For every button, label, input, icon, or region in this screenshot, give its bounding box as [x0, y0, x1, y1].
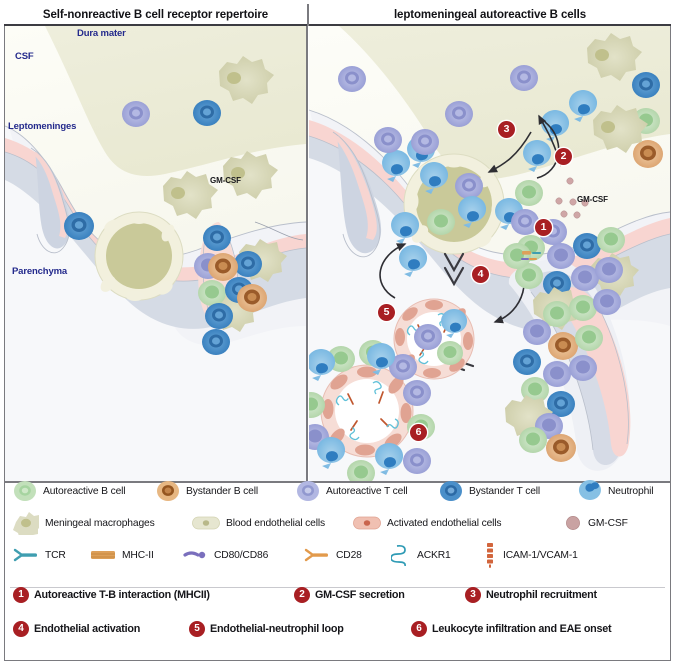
legend-item-cd80-cd86: CD80/CD86 — [182, 548, 268, 562]
label-parenchyma: Parenchyma — [12, 266, 68, 277]
legend-item-icam-vcam: ICAM-1/VCAM-1 — [483, 542, 578, 568]
step-badge-4: 4 — [13, 621, 29, 637]
step-label-5: Endothelial-neutrophil loop — [210, 623, 344, 635]
canvas-step-6: 6 — [410, 424, 427, 441]
step-label-2: GM-CSF secretion — [315, 589, 405, 601]
step-label-6: Leukocyte infiltration and EAE onset — [432, 623, 612, 635]
legend-step-5: 5 Endothelial-neutrophil loop — [189, 621, 344, 637]
legend-label: CD28 — [336, 549, 362, 561]
legend-item-neutrophil: Neutrophil — [578, 479, 654, 503]
legend-label: Neutrophil — [608, 485, 654, 497]
legend-item-blood-endothelial-cells: Blood endothelial cells — [192, 515, 325, 531]
step-label-1: Autoreactive T-B interaction (MHCII) — [34, 589, 210, 601]
step-badge-3: 3 — [465, 587, 481, 603]
autoreactive-b-cell-icon — [13, 480, 37, 502]
legend-item-mhc-ii: MHC-II — [90, 548, 154, 562]
legend-label: Meningeal macrophages — [45, 517, 155, 529]
label-gm-csf-left: GM-CSF — [210, 176, 241, 185]
blood-endothelial-cell-icon — [192, 515, 220, 531]
header-divider — [307, 4, 309, 26]
label-leptomeninges: Leptomeninges — [8, 121, 77, 132]
legend-step-6: 6 Leukocyte infiltration and EAE onset — [411, 621, 612, 637]
canvas-step-4: 4 — [472, 266, 489, 283]
legend-label: Bystander B cell — [186, 485, 259, 497]
legend-label: GM-CSF — [588, 517, 628, 529]
canvas-step-5: 5 — [378, 304, 395, 321]
legend-label: ICAM-1/VCAM-1 — [503, 549, 578, 561]
legend-label: CD80/CD86 — [214, 549, 269, 561]
label-csf: CSF — [15, 51, 34, 62]
step-badge-6: 6 — [411, 621, 427, 637]
panel-left-illustration: Dura mater CSF Leptomeninges Parenchyma … — [5, 26, 306, 481]
canvas-step-3: 3 — [498, 121, 515, 138]
legend-divider — [10, 587, 665, 588]
legend-label: TCR — [45, 549, 66, 561]
bystander-t-cell-icon — [439, 480, 463, 502]
legend-label: MHC-II — [122, 549, 154, 561]
legend-step-2: 2 GM-CSF secretion — [294, 587, 405, 603]
legend-item-autoreactive-b-cell: Autoreactive B cell — [13, 480, 126, 502]
panel-bottom-border — [4, 481, 671, 483]
legend-label: Blood endothelial cells — [226, 517, 326, 529]
panel-title-right: leptomeningeal autoreactive B cells — [393, 9, 587, 21]
canvas-step-2: 2 — [555, 148, 572, 165]
legend-item-bystander-t-cell: Bystander T cell — [439, 480, 540, 502]
step-label-3: Neutrophil recruitment — [486, 589, 597, 601]
figure-legend: Autoreactive B cell Bystander B cell Aut… — [5, 480, 670, 660]
panel-right-illustration: GM-CSF 1 2 3 4 5 6 — [309, 26, 670, 481]
autoreactive-t-cell-icon — [296, 480, 320, 502]
legend-item-cd28: CD28 — [304, 547, 362, 563]
canvas-step-1: 1 — [535, 219, 552, 236]
right-panel-artwork — [309, 26, 670, 481]
neutrophil-icon — [578, 479, 602, 503]
legend-item-ackr1: ACKR1 — [390, 544, 451, 567]
legend-step-3: 3 Neutrophil recruitment — [465, 587, 597, 603]
step-badge-1: 1 — [13, 587, 29, 603]
cd80-cd86-icon — [182, 548, 208, 562]
label-gm-csf-right: GM-CSF — [577, 195, 608, 204]
panel-divider — [306, 26, 308, 481]
legend-item-activated-endothelial-cells: Activated endothelial cells — [353, 515, 502, 531]
legend-label: ACKR1 — [417, 549, 451, 561]
legend-item-meningeal-macrophages: Meningeal macrophages — [13, 511, 155, 540]
step-label-4: Endothelial activation — [34, 623, 141, 635]
legend-step-1: 1 Autoreactive T-B interaction (MHCII) — [13, 587, 210, 603]
left-panel-artwork — [5, 26, 306, 481]
step-badge-5: 5 — [189, 621, 205, 637]
legend-label: Autoreactive B cell — [43, 485, 126, 497]
tcr-icon — [13, 547, 39, 563]
step-badge-2: 2 — [294, 587, 310, 603]
meningeal-macrophage-icon — [13, 511, 42, 540]
legend-item-bystander-b-cell: Bystander B cell — [156, 480, 258, 502]
legend-label: Activated endothelial cells — [387, 517, 502, 529]
legend-step-4: 4 Endothelial activation — [13, 621, 140, 637]
ackr1-icon — [390, 544, 411, 567]
panel-title-left: Self-nonreactive B cell receptor reperto… — [42, 9, 269, 21]
icam-vcam-icon — [483, 542, 497, 568]
legend-label: Autoreactive T cell — [326, 485, 408, 497]
legend-item-tcr: TCR — [13, 547, 66, 563]
gm-csf-icon — [564, 514, 582, 532]
cd28-icon — [304, 547, 330, 563]
activated-endothelial-cell-icon — [353, 515, 381, 531]
legend-item-autoreactive-t-cell: Autoreactive T cell — [296, 480, 408, 502]
legend-item-gm-csf: GM-CSF — [564, 514, 628, 532]
bystander-b-cell-icon — [156, 480, 180, 502]
label-dura-mater: Dura mater — [77, 28, 126, 39]
legend-label: Bystander T cell — [469, 485, 541, 497]
mhc-ii-icon — [90, 548, 116, 562]
panel-header-bar: Self-nonreactive B cell receptor reperto… — [4, 4, 671, 26]
